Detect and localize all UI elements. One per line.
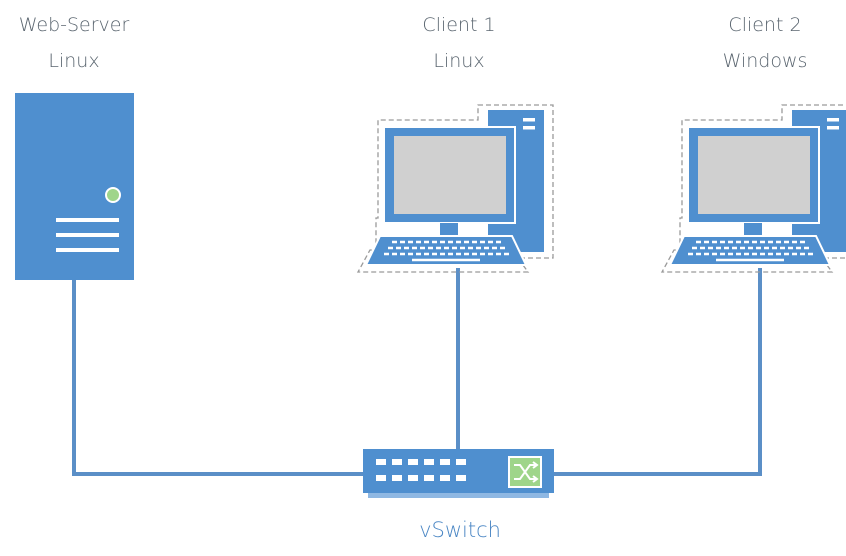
client2-switch-link [552, 268, 762, 476]
client1-os: Linux [433, 50, 485, 72]
switch-label: vSwitch [419, 518, 501, 542]
client2-os: Windows [722, 50, 808, 72]
network-switch-icon [363, 449, 554, 498]
client2-label: Client 2 Windows [690, 7, 840, 79]
server-os: Linux [48, 50, 100, 72]
server-name: Web-Server [18, 14, 130, 36]
client1-name: Client 1 [422, 14, 496, 36]
client1-computer-icon [356, 103, 555, 274]
client2-name: Client 2 [728, 14, 802, 36]
server-icon [15, 93, 134, 280]
client2-computer-icon [660, 103, 846, 274]
client1-label: Client 1 Linux [380, 7, 538, 79]
server-label: Web-Server Linux [0, 7, 148, 79]
connection-lines [72, 268, 762, 476]
server-switch-link [72, 280, 366, 476]
